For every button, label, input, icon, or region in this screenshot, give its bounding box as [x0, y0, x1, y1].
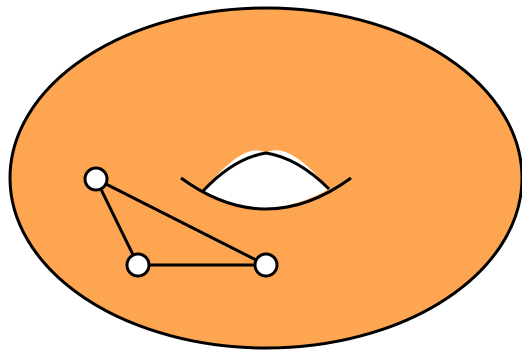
vertex-v1	[85, 168, 107, 190]
vertex-v2	[127, 254, 149, 276]
vertex-v3	[255, 254, 277, 276]
